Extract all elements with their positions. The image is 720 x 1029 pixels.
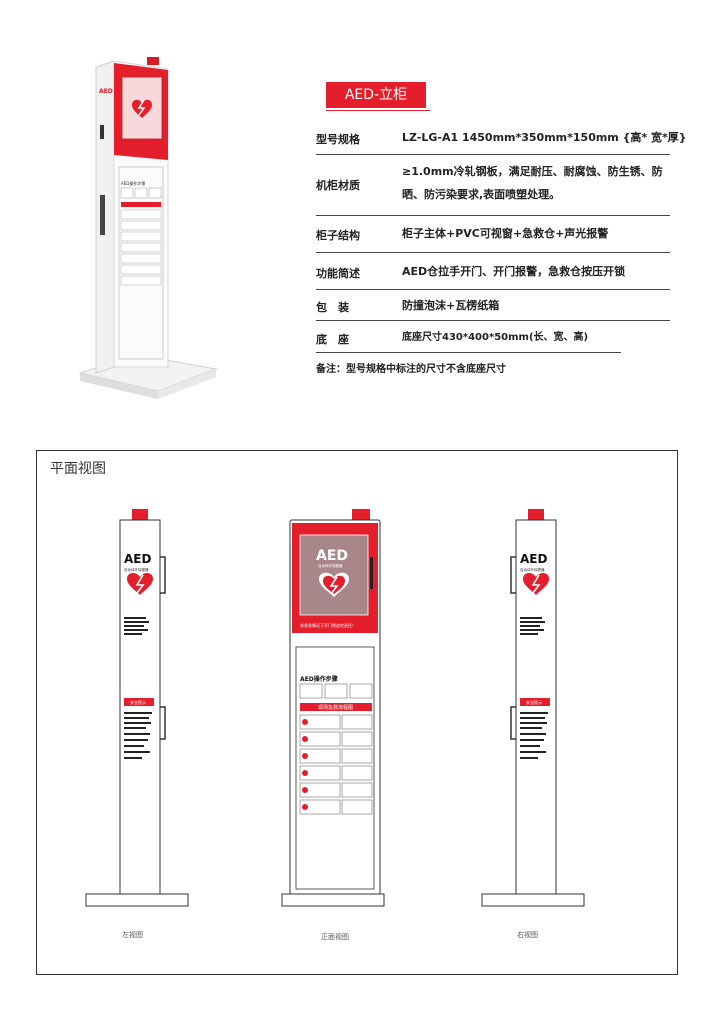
spec-divider	[316, 154, 670, 155]
aed-text: AED	[520, 552, 547, 566]
spec-value: 柜子主体+PVC可视窗+急救仓+声光报警	[402, 227, 609, 240]
notice-label: 安全提示	[130, 699, 146, 705]
warning-strip: 非紧急情况下开门将追究责任！	[300, 622, 356, 628]
spec-value: 底座尺寸430*400*50mm(长、宽、高)	[402, 332, 589, 343]
spec-row-model: 型号规格 LZ-LG-A1 1450mm*350mm*150mm {高* 宽*厚…	[316, 128, 696, 152]
spec-row-base: 底 座 底座尺寸430*400*50mm(长、宽、高)	[316, 328, 696, 352]
svg-text:AED操作步骤: AED操作步骤	[121, 180, 145, 186]
aed-text: AED	[124, 552, 151, 566]
spec-label: 底 座	[316, 333, 349, 346]
door-handle	[160, 706, 166, 740]
svg-text:AED: AED	[99, 88, 113, 95]
spec-row-structure: 柜子结构 柜子主体+PVC可视窗+急救仓+声光报警	[316, 224, 696, 248]
aed-subtitle: 自动体外除颤器	[124, 567, 149, 572]
door-handle	[370, 557, 373, 589]
flow-title-bar	[300, 703, 372, 711]
notice-badge	[124, 698, 154, 706]
left-view-drawing: AED 自动体外除颤器 安全提示	[85, 509, 189, 907]
spec-label: 包 装	[316, 301, 349, 314]
notice-label: 安全提示	[526, 699, 542, 705]
spec-divider	[316, 252, 670, 253]
front-view-caption: 正面视图	[321, 933, 349, 941]
notice-badge	[520, 698, 550, 706]
instruction-text-block	[124, 617, 149, 635]
spec-divider	[316, 215, 670, 216]
door-handle	[510, 556, 516, 594]
door-handle	[160, 556, 166, 594]
steps-title: AED操作步骤	[300, 675, 338, 683]
spec-label: 型号规格	[316, 133, 360, 146]
notice-text-block	[520, 712, 548, 759]
front-view-drawing: AED 自动体外除颤器 非紧急情况下开门将追究责任！ AED操作步骤 现场急救流…	[281, 509, 385, 907]
product-render: AED操作步骤 AED	[78, 57, 218, 399]
heart-icon	[523, 573, 549, 595]
spec-divider	[316, 352, 621, 353]
spec-row-packaging: 包 装 防撞泡沫+瓦楞纸箱	[316, 296, 696, 320]
left-view-caption: 左视图	[122, 931, 143, 939]
spec-label: 机柜材质	[316, 179, 360, 192]
title-divider	[326, 110, 430, 111]
spec-value: 防撞泡沫+瓦楞纸箱	[402, 299, 500, 312]
aed-view-window	[299, 534, 369, 616]
spec-label: 柜子结构	[316, 229, 360, 242]
instruction-text-block	[520, 617, 545, 635]
spec-value: AED仓拉手开门、开门报警，急救仓按压开锁	[402, 265, 626, 278]
spec-note: 备注：型号规格中标注的尺寸不含底座尺寸	[316, 364, 506, 375]
flow-steps	[299, 714, 373, 815]
spec-divider	[316, 289, 670, 290]
flow-title: 现场急救流程图	[318, 704, 353, 711]
plan-view-title: 平面视图	[50, 461, 106, 477]
aed-subtitle: 自动体外除颤器	[520, 567, 545, 572]
product-title-badge: AED-立柜	[326, 82, 426, 108]
heart-icon	[127, 573, 153, 595]
right-view-caption: 右视图	[517, 931, 538, 939]
spec-label: 功能简述	[316, 267, 360, 280]
spec-divider	[316, 320, 670, 321]
right-view-drawing: AED 自动体外除颤器 安全提示	[481, 509, 585, 907]
spec-row-material: 机柜材质 ≥1.0mm冷轧钢板，满足耐压、耐腐蚀、防生锈、防晒、防污染要求,表面…	[316, 160, 696, 210]
plan-view-frame	[36, 450, 678, 975]
aed-subtitle: 自动体外除颤器	[318, 563, 343, 568]
aed-text: AED	[316, 548, 348, 564]
first-aid-compartment	[295, 646, 375, 890]
spec-value: ≥1.0mm冷轧钢板，满足耐压、耐腐蚀、防生锈、防晒、防污染要求,表面喷塑处理。	[402, 165, 663, 201]
spec-value: LZ-LG-A1 1450mm*350mm*150mm {高* 宽*厚}	[402, 131, 687, 144]
notice-text-block	[124, 712, 152, 759]
spec-row-function: 功能简述 AED仓拉手开门、开门报警，急救仓按压开锁	[316, 262, 696, 286]
door-handle	[510, 706, 516, 740]
